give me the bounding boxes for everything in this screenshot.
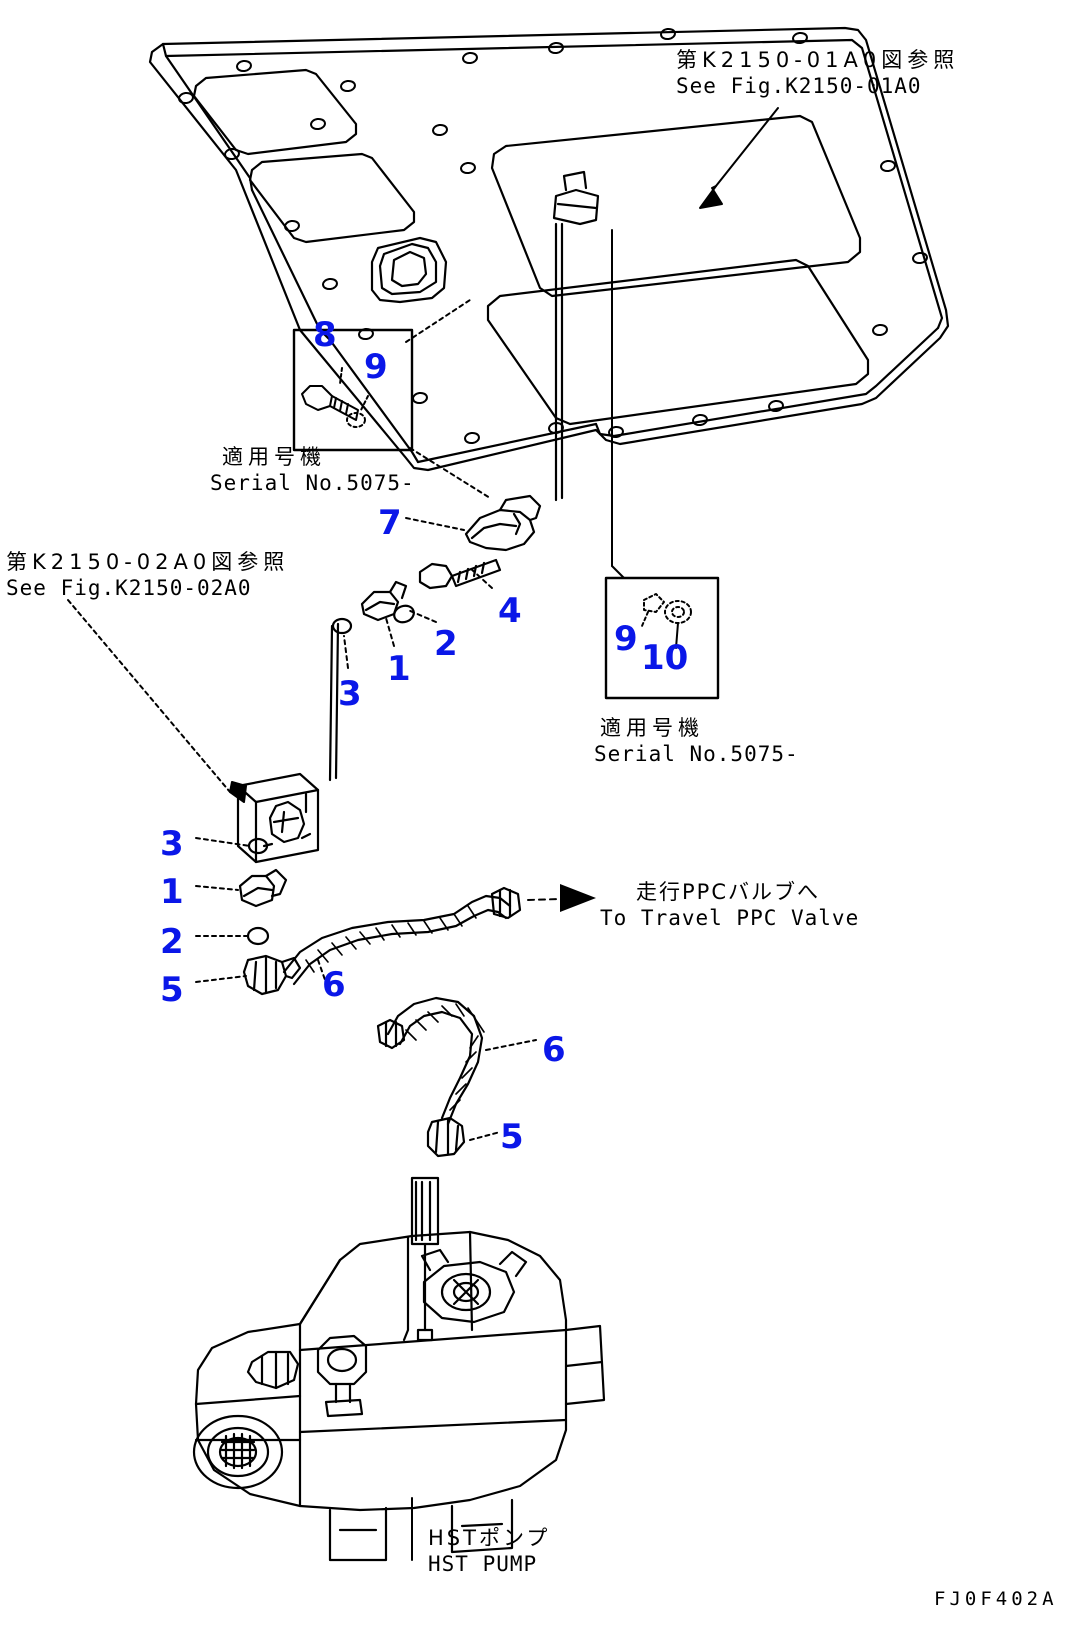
travel-ppc-en: To Travel PPC Valve	[600, 906, 860, 930]
ref-left-en: See Fig.K2150-02A0	[6, 576, 252, 600]
part-1-nipple	[360, 580, 408, 622]
serial-lower-en: Serial No.5075-	[594, 742, 799, 766]
callout-number-8: 8	[313, 315, 337, 355]
part-2-lower-washer	[246, 926, 270, 946]
serial-lower-jp: 適用号機	[600, 716, 704, 740]
callout-number-9: 9	[614, 619, 638, 659]
leaders-hose	[317, 959, 537, 1141]
part-5-hose-fitting	[426, 1116, 466, 1158]
plate-connector-box	[552, 170, 600, 226]
serial-box-upper-frame	[292, 328, 414, 452]
upper-tube	[554, 222, 564, 502]
pump-port-cluster	[246, 1334, 368, 1418]
plate-opening-1	[192, 68, 358, 156]
pump-inlet-pipe	[410, 1176, 440, 1342]
plate-opening-4	[486, 258, 870, 426]
hst-pump-body	[194, 1230, 568, 1512]
leader-ref-left	[67, 599, 247, 803]
serial-upper-jp: 適用号機	[222, 445, 326, 469]
pump-control-valve	[420, 1248, 528, 1324]
callout-number-3: 3	[160, 824, 184, 864]
serial-box-lower-frame	[604, 576, 720, 700]
plate-opening-3	[490, 114, 862, 298]
leader-serial-upper	[405, 299, 491, 499]
ref-left-jp: 第K2150-02A0図参照	[6, 550, 290, 574]
pump-shaft-flange	[192, 1414, 284, 1490]
callout-number-1: 1	[160, 872, 184, 912]
ref-top-en: See Fig.K2150-01A0	[676, 74, 922, 98]
hose-6-upper	[282, 886, 522, 986]
serial-box-lower-parts	[641, 593, 692, 649]
serial-upper-en: Serial No.5075-	[210, 471, 415, 495]
part-1-lower-nipple	[238, 868, 288, 908]
pump-mount-feet	[328, 1498, 514, 1562]
tube-to-valve-block	[328, 622, 340, 782]
callout-number-6: 6	[542, 1030, 566, 1070]
serial-box-upper-parts	[301, 367, 369, 428]
hose-6-lower	[376, 996, 485, 1126]
callout-number-2: 2	[434, 624, 458, 664]
callout-number-10: 10	[641, 638, 689, 678]
travel-ppc-jp: 走行PPCバルブへ	[636, 880, 820, 904]
part-3-seal	[331, 617, 353, 635]
pump-rear-block	[564, 1324, 606, 1406]
callout-number-1: 1	[387, 649, 411, 689]
callout-number-5: 5	[160, 970, 184, 1010]
callout-number-5: 5	[500, 1117, 524, 1157]
leader-serial-lower	[611, 229, 625, 579]
hst-pump-en: HST PUMP	[428, 1552, 538, 1576]
callout-number-4: 4	[498, 591, 522, 631]
hst-pump-jp: HSTポンプ	[428, 1526, 551, 1550]
arrow-travel-ppc	[527, 884, 596, 912]
part-2-washer	[393, 604, 415, 624]
callout-number-7: 7	[378, 503, 402, 543]
leaders-middle	[343, 517, 493, 669]
callout-number-6: 6	[322, 965, 346, 1005]
leaders-lower-stack	[195, 837, 251, 983]
callout-number-2: 2	[160, 922, 184, 962]
callout-number-9: 9	[364, 347, 388, 387]
ref-top-jp: 第K2150-01A0図参照	[676, 48, 960, 72]
part-4-bolt	[418, 558, 502, 590]
plate-raised-boss	[370, 236, 448, 304]
leader-ref-top	[699, 107, 779, 209]
part-3-lower-seal	[247, 837, 269, 855]
plate-opening-2	[248, 152, 416, 244]
part-7-elbow	[464, 494, 542, 552]
callout-number-3: 3	[338, 674, 362, 714]
drawing-number: FJ0F402A	[934, 1588, 1058, 1610]
